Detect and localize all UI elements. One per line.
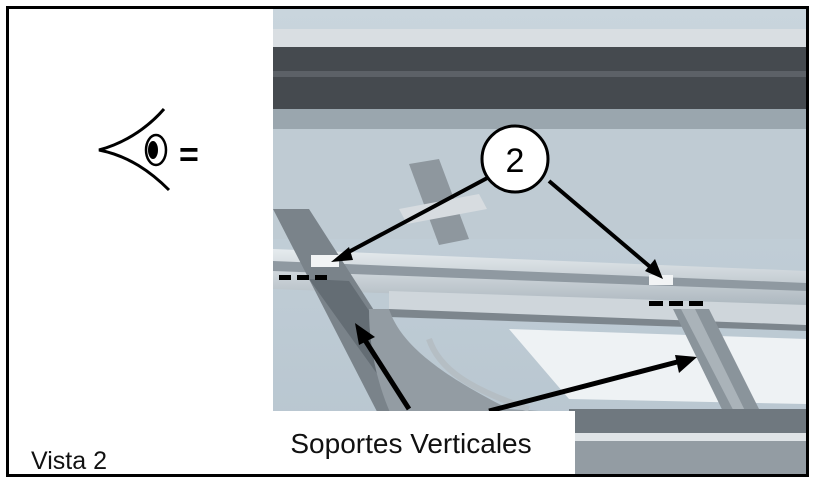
view-label: Vista 2: [31, 447, 107, 475]
right-dash-marker: [649, 301, 703, 306]
support-arrows: [355, 323, 697, 414]
figure-frame: 2 = Soportes Verticales Vista 2: [6, 6, 809, 477]
equals-sign: =: [179, 136, 199, 174]
installation-photo: 2: [273, 9, 806, 474]
vertical-supports-label: Soportes Verticales: [247, 411, 575, 474]
callout-arrows: [331, 174, 663, 279]
callout-number: 2: [506, 142, 525, 180]
left-dash-marker: [279, 275, 327, 280]
eye-view-icon: =: [98, 108, 199, 192]
callout-circle: [480, 124, 550, 194]
